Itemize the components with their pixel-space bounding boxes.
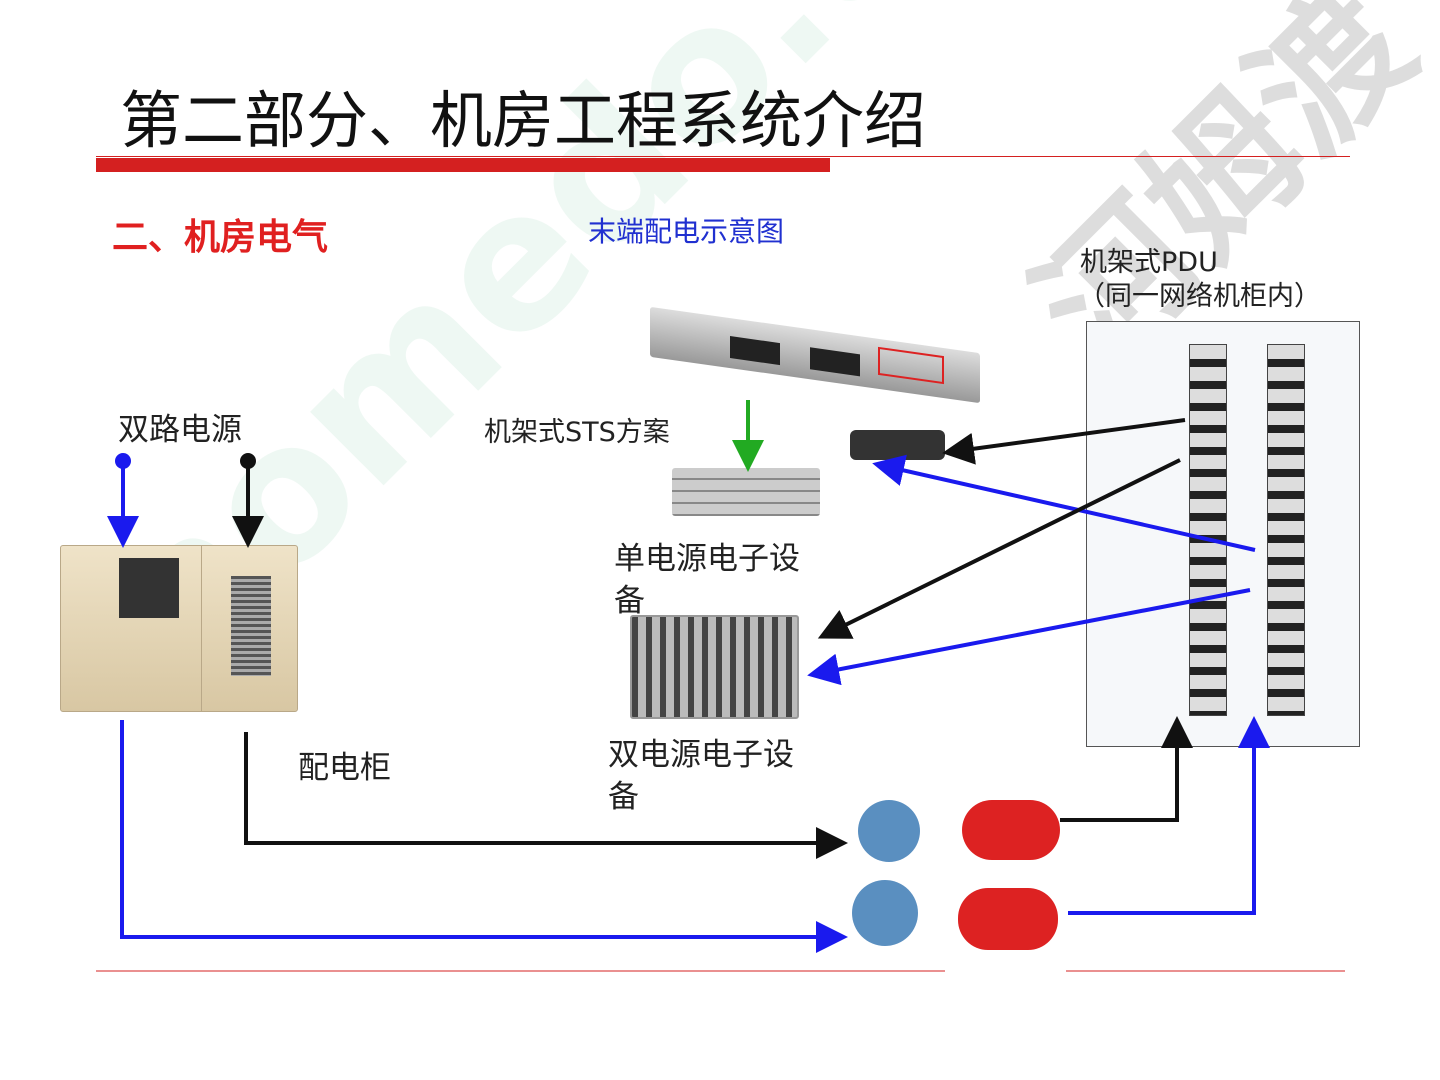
single-device-label: 单电源电子设备 [614,538,800,622]
dual-source-label: 双路电源 [118,412,242,448]
blue-source-dot [115,453,131,469]
cabinet-label: 配电柜 [298,750,391,786]
pdu-to-dual-black [817,458,1181,639]
pdu-note: （同一网络机柜内） [1078,281,1321,312]
diagram-title: 末端配电示意图 [588,215,785,248]
pdu-strip-b [1267,344,1305,716]
cabinet-blue-line [120,720,848,953]
black-source-dot [240,453,256,469]
sts-label: 机架式STS方案 [484,417,670,448]
page-title: 第二部分、机房工程系统介绍 [120,84,927,157]
single-device-line2: 备 [614,583,645,619]
pdu-label: 机架式PDU [1080,247,1218,278]
plug-red-1 [962,800,1060,860]
dual-device-label: 双电源电子设备 [608,734,794,818]
pdu-to-sts-black [942,418,1186,465]
dual-device-line2: 备 [608,779,639,815]
plug-to-pdu-black [1060,716,1193,822]
plug-red-2 [958,888,1058,950]
pdu-strip-a [1189,344,1227,716]
socket-2 [852,880,918,946]
dual-power-device-image [630,615,799,719]
title-underline-bar [96,158,830,172]
section-heading: 二、机房电气 [112,216,329,258]
distribution-cabinet-image [60,545,298,712]
cabinet-black-line [244,732,848,859]
pdu-to-dual-blue [807,588,1251,686]
pdu-box [1086,321,1360,747]
socket-1 [858,800,920,862]
single-device-line1: 单电源电子设 [614,541,800,577]
pdu-to-sts-blue [872,454,1256,552]
single-power-device-image [672,468,820,516]
dual-device-line1: 双电源电子设 [608,737,794,773]
title-underline-thin [96,156,1350,157]
plug-to-pdu-blue [1068,716,1270,915]
